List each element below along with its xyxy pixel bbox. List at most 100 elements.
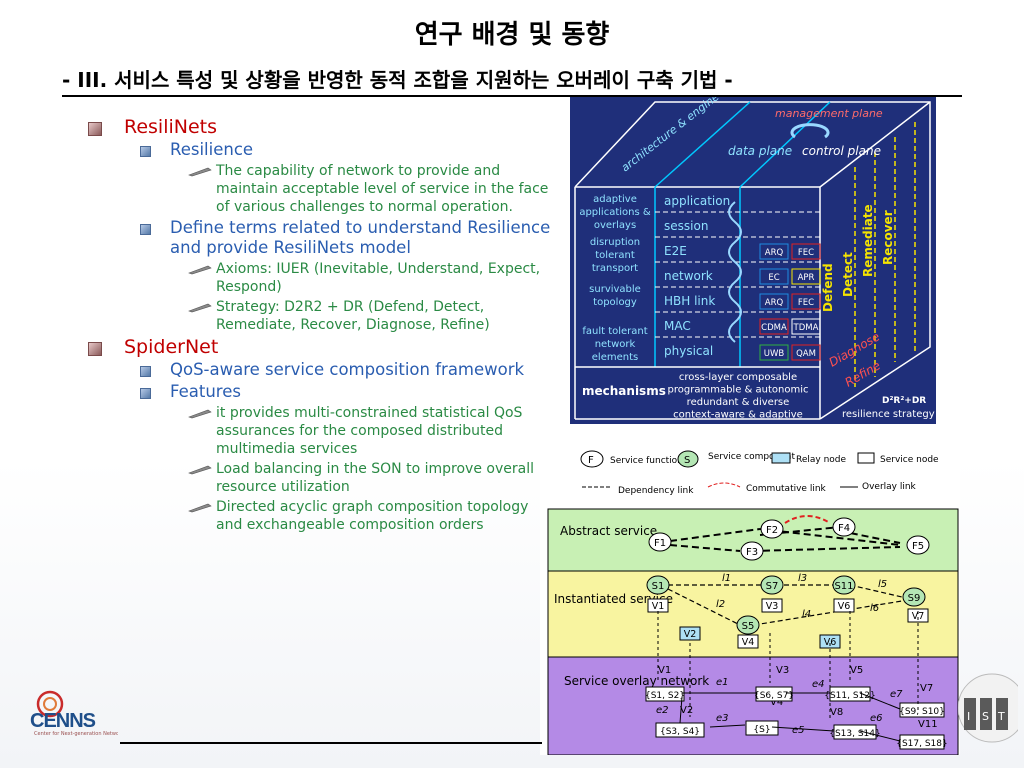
legend-component: Service component (708, 452, 796, 462)
link-label: l3 (798, 573, 807, 584)
overlay-node-label: V3 (776, 665, 789, 676)
service-node (819, 634, 841, 649)
left-group-label: transport (592, 263, 638, 274)
component-node (832, 575, 856, 595)
mechanism-box-label: FEC (798, 248, 814, 258)
component-node-label: S9 (908, 593, 921, 604)
left-group-label: fault tolerant (582, 326, 647, 337)
overlay-set-box (645, 686, 685, 702)
legend-f: F (588, 455, 594, 466)
overlay-node-label: V1 (658, 665, 671, 676)
bullet-level2: Features (84, 382, 554, 402)
mechanism-box-label: UWB (764, 349, 785, 359)
mechanism-line: redundant & diverse (687, 397, 790, 408)
square-bullet-icon (88, 342, 102, 356)
component-node (646, 575, 670, 595)
mechanism-box (759, 268, 789, 285)
overlay-set-label: {S9, S10} (899, 707, 945, 717)
pen-bullet-icon (188, 262, 212, 275)
overlay-set-box (833, 724, 877, 740)
component-node (736, 615, 760, 635)
edge-label: e3 (716, 713, 729, 724)
data-plane-label: data plane (728, 144, 792, 158)
pen-bullet-icon (188, 500, 212, 513)
left-group-label: applications & (579, 207, 651, 218)
bullet-level2: Resilience (84, 140, 554, 160)
bullet-text: Features (170, 382, 241, 401)
link-label: l2 (716, 599, 725, 610)
overlay-set-box (755, 686, 793, 702)
layer-label: network (664, 269, 713, 283)
layer-label: E2E (664, 244, 687, 258)
bullet-level1: ResiliNets (84, 116, 554, 138)
mechanism-box (791, 318, 821, 335)
overlay-set-box (899, 734, 945, 750)
bullet-text: Axioms: IUER (Inevitable, Understand, Ex… (216, 261, 541, 295)
page-subtitle: - III. 서비스 특성 및 상황을 반영한 동적 조합을 지원하는 오버레이… (62, 64, 962, 97)
edge-label: e2 (656, 705, 669, 716)
bullet-level3: Directed acyclic graph composition topol… (84, 498, 554, 534)
link-label: l6 (870, 603, 879, 614)
seal-letter-i: I (967, 710, 970, 723)
mechanism-box (759, 318, 789, 335)
left-group-label: network (595, 339, 636, 350)
square-bullet-icon (140, 146, 151, 157)
resilience-strategy-label: resilience strategy (842, 409, 935, 420)
row-abstract: Abstract service (560, 524, 657, 538)
mechanism-line: programmable & autonomic (668, 385, 809, 396)
bullet-text: it provides multi-constrained statistica… (216, 405, 523, 457)
component-node-label: S1 (652, 581, 665, 592)
function-node-label: F2 (766, 525, 778, 536)
bullet-level3: Load balancing in the SON to improve ove… (84, 460, 554, 496)
left-group-label: adaptive (593, 194, 637, 205)
strategy-label: Defend (821, 263, 835, 312)
bullet-level3: Axioms: IUER (Inevitable, Understand, Ex… (84, 260, 554, 296)
function-node (760, 519, 784, 539)
overlay-node-label: V2 (680, 705, 693, 716)
service-node-label: V2 (684, 629, 697, 640)
link-label: l5 (878, 579, 887, 590)
overlay-node-label: V7 (920, 683, 933, 694)
bullet-level3: Strategy: D2R2 + DR (Defend, Detect, Rem… (84, 298, 554, 334)
pen-bullet-icon (188, 406, 212, 419)
overlay-set-label: {S} (753, 725, 770, 735)
overlay-set-label: {S6, S7} (754, 691, 794, 701)
function-node (906, 535, 930, 555)
strategy-label: Detect (841, 252, 855, 297)
service-node-label: V6 (838, 601, 851, 612)
seal-letter-t: T (997, 710, 1005, 723)
service-node-label: V6 (824, 637, 837, 648)
mechanism-box (759, 344, 789, 361)
management-plane-label: management plane (775, 107, 883, 120)
layer-label: application (664, 194, 730, 208)
service-node (907, 608, 929, 623)
layer-label: HBH link (664, 294, 715, 308)
legend-s: S (684, 455, 690, 466)
mechanism-box-label: FEC (798, 298, 814, 308)
mechanism-box (791, 243, 821, 260)
pen-bullet-icon (188, 300, 212, 313)
footer-line (120, 742, 542, 744)
mechanism-box (791, 293, 821, 310)
mechanism-box-label: TDMA (793, 323, 819, 333)
legend-dependency: Dependency link (618, 486, 694, 496)
overlay-node-label: V5 (850, 665, 863, 676)
bullet-text: Define terms related to understand Resil… (170, 218, 551, 257)
bullet-text: ResiliNets (124, 116, 218, 138)
service-node-label: V7 (912, 611, 925, 622)
mechanisms-label: mechanisms (582, 384, 666, 398)
square-bullet-icon (140, 388, 151, 399)
overlay-node-label: V4 (770, 697, 783, 708)
mechanism-box (791, 268, 821, 285)
bullet-level1: SpiderNet (84, 336, 554, 358)
left-group-label: survivable (589, 284, 641, 295)
bullet-text: The capability of network to provide and… (216, 163, 549, 215)
legend-commutative: Commutative link (746, 484, 827, 494)
refine-label: Refine (843, 358, 883, 389)
overlay-set-label: {S13, S14} (829, 729, 881, 739)
bullet-text: Resilience (170, 140, 254, 159)
edge-label: e7 (890, 689, 903, 700)
